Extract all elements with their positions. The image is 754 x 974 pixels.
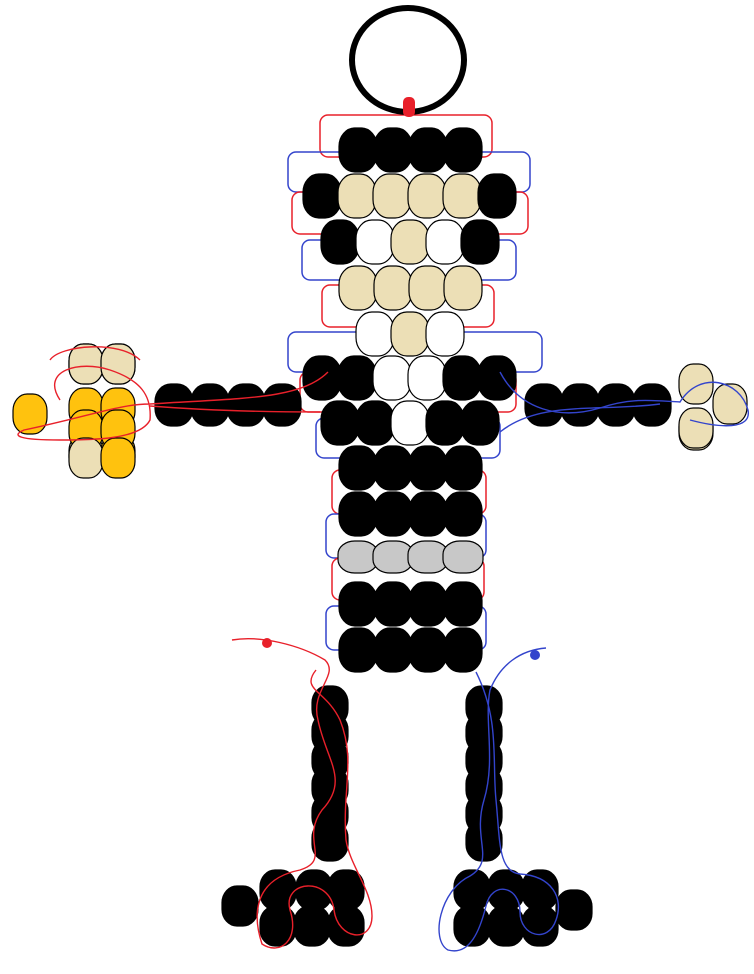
left-foot-bead [222, 886, 258, 926]
left-foot-bead [296, 870, 332, 910]
left-arm-bead [227, 384, 265, 426]
face-3-bead [444, 266, 482, 310]
left-foot-bead [328, 906, 364, 946]
face-3-bead [409, 266, 447, 310]
face-2-bead [321, 220, 359, 264]
left-hand-bead [69, 344, 103, 384]
right-arm-bead [525, 384, 563, 426]
belt-bead [443, 541, 483, 573]
body-3-bead [409, 582, 447, 626]
head-top-bead [339, 128, 377, 172]
head-top-bead [444, 128, 482, 172]
belt-bead [373, 541, 413, 573]
right-arm-bead [561, 384, 599, 426]
body-1-bead [409, 446, 447, 490]
left-foot-bead [294, 906, 330, 946]
face-2-bead [426, 220, 464, 264]
right-foot-bead [488, 906, 524, 946]
blue-cord-end-bead [530, 650, 540, 660]
body-4-bead [409, 628, 447, 672]
left-hand-bead [101, 438, 135, 478]
body-2-bead [339, 492, 377, 536]
head-top-bead [409, 128, 447, 172]
body-4-bead [374, 628, 412, 672]
shoulders-bead [373, 356, 411, 400]
face-3-bead [339, 266, 377, 310]
body-1-bead [339, 446, 377, 490]
chest-bead [356, 401, 394, 445]
shoulders-bead [408, 356, 446, 400]
body-1-bead [374, 446, 412, 490]
right-hand-bead [679, 408, 713, 448]
body-3-bead [339, 582, 377, 626]
key-ring-clasp [403, 97, 415, 117]
chest-bead [461, 401, 499, 445]
body-3-bead [444, 582, 482, 626]
shoulders-bead [338, 356, 376, 400]
head-top-bead [374, 128, 412, 172]
bead-layer [13, 128, 747, 946]
face-1-bead [303, 174, 341, 218]
right-arm-bead [597, 384, 635, 426]
face-2-bead [391, 220, 429, 264]
face-1-bead [478, 174, 516, 218]
right-hand-bead [713, 384, 747, 424]
chest-bead [426, 401, 464, 445]
key-ring-loop [352, 8, 464, 112]
right-foot-bead [454, 870, 490, 910]
face-2-bead [356, 220, 394, 264]
face-2-bead [461, 220, 499, 264]
face-1-bead [373, 174, 411, 218]
body-3-bead [374, 582, 412, 626]
left-arm-bead [155, 384, 193, 426]
left-hand-bead [101, 344, 135, 384]
belt-bead [408, 541, 448, 573]
left-arm-bead [191, 384, 229, 426]
key-ring-icon [352, 8, 464, 117]
body-2-bead [444, 492, 482, 536]
body-2-bead [374, 492, 412, 536]
face-4-bead [426, 312, 464, 356]
left-hand-bead [69, 438, 103, 478]
face-1-bead [338, 174, 376, 218]
body-4-bead [339, 628, 377, 672]
belt-bead [338, 541, 378, 573]
body-1-bead [444, 446, 482, 490]
face-3-bead [374, 266, 412, 310]
body-2-bead [409, 492, 447, 536]
right-foot-bead [556, 890, 592, 930]
face-1-bead [443, 174, 481, 218]
face-4-bead [391, 312, 429, 356]
face-4-bead [356, 312, 394, 356]
shoulders-bead [478, 356, 516, 400]
chest-bead [321, 401, 359, 445]
red-cord-end-bead [262, 638, 272, 648]
face-1-bead [408, 174, 446, 218]
body-4-bead [444, 628, 482, 672]
right-hand-bead [679, 364, 713, 404]
right-leg-bead [466, 821, 502, 861]
left-leg-bead [312, 821, 348, 861]
chest-bead [391, 401, 429, 445]
shoulders-bead [443, 356, 481, 400]
